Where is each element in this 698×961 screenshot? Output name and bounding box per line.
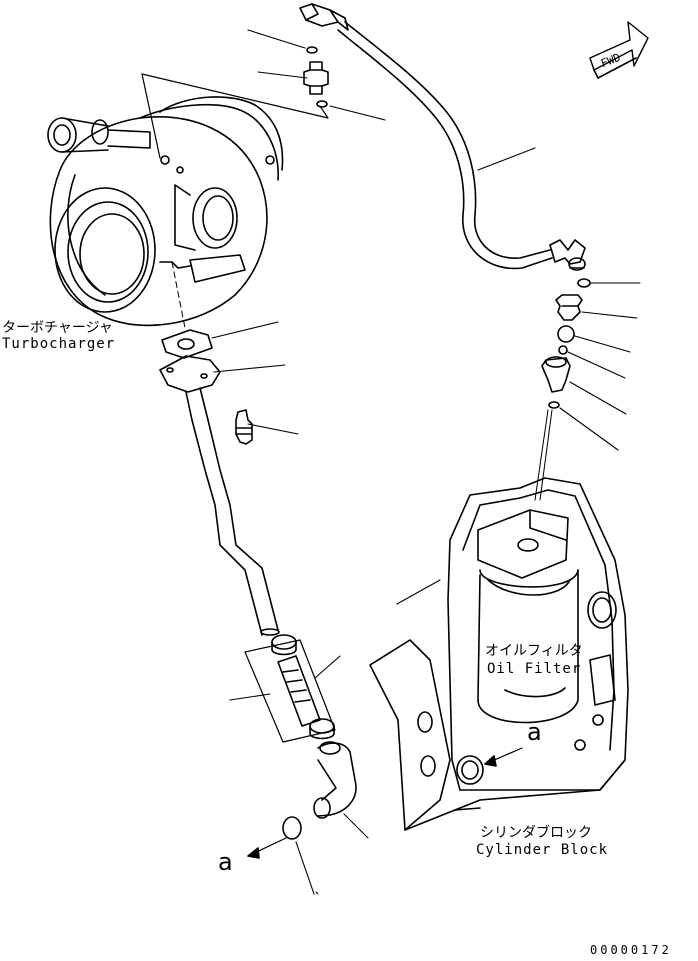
oil-supply-tube [300,4,585,270]
turbo-fitting-parts [304,47,328,107]
drawing-code: 00000172 [590,943,672,957]
fwd-arrow [590,22,648,78]
oil-filter-drawing [370,410,628,830]
turbocharger-label-ja: ターボチャージャ [2,320,113,336]
filter-side-fittings [542,279,590,408]
view-mark-a-lower: a [218,848,233,876]
leader-lines [212,30,640,894]
oil-filter-label-ja: オイルフィルタ [485,643,583,659]
turbocharger-drawing [48,97,283,325]
oil-return-pipe [160,262,356,839]
oil-filter-label-en: Oil Filter [487,661,582,677]
turbocharger-label-en: Turbocharger [2,336,116,352]
view-mark-a-upper: a [527,718,542,746]
cylinder-block-label-en: Cylinder Block [476,842,609,858]
cylinder-block-label-ja: シリンダブロック [480,825,592,841]
view-arrows [248,748,522,858]
